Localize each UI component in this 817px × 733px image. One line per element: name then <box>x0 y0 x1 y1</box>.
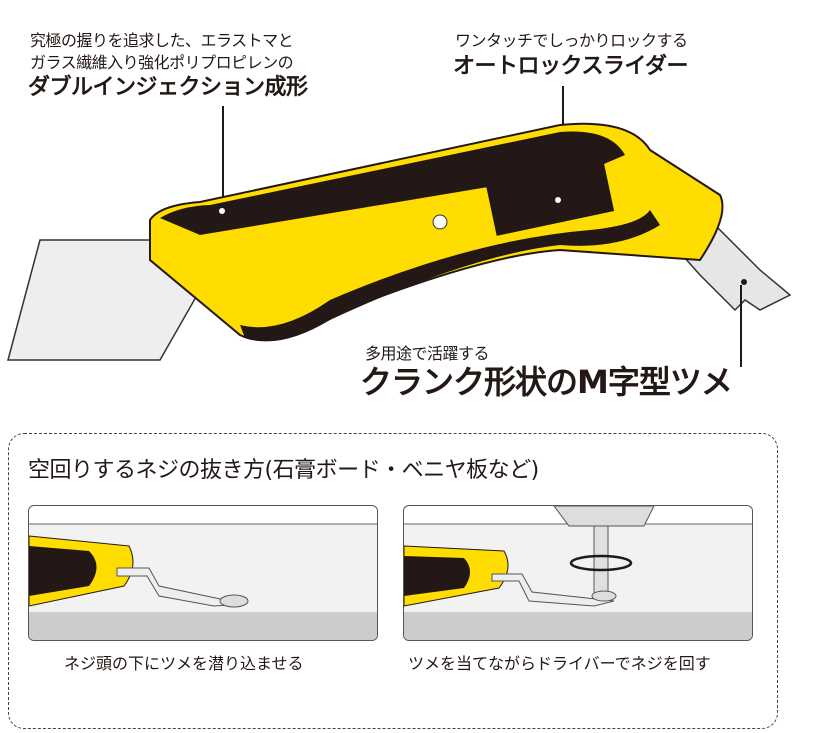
step1-illustration <box>28 505 378 641</box>
grip-leader-line <box>222 106 224 210</box>
slider-title: オートロックスライダー <box>453 54 688 79</box>
grip-title: ダブルインジェクション成形 <box>28 75 308 100</box>
grip-desc-line2: ガラス繊維入り強化ポリプロピレンの <box>30 53 294 72</box>
cutter-knife-illustration <box>7 122 792 361</box>
hook-title: クランク形状のM字型ツメ <box>360 363 733 401</box>
hook-desc: 多用途で活躍する <box>365 344 490 363</box>
hook-leader-line <box>740 285 742 367</box>
grip-desc-line1: 究極の握りを追求した、エラストマと <box>30 31 294 50</box>
step1-caption: ネジ頭の下にツメを潜り込ませる <box>64 654 304 673</box>
slider-desc: ワンタッチでしっかりロックする <box>455 31 688 50</box>
howto-box <box>8 433 778 729</box>
step2-caption: ツメを当てながらドライバーでネジを回す <box>408 654 711 673</box>
howto-heading: 空回りするネジの抜き方(石膏ボード・ベニヤ板など) <box>28 458 539 483</box>
step2-illustration <box>403 505 753 641</box>
